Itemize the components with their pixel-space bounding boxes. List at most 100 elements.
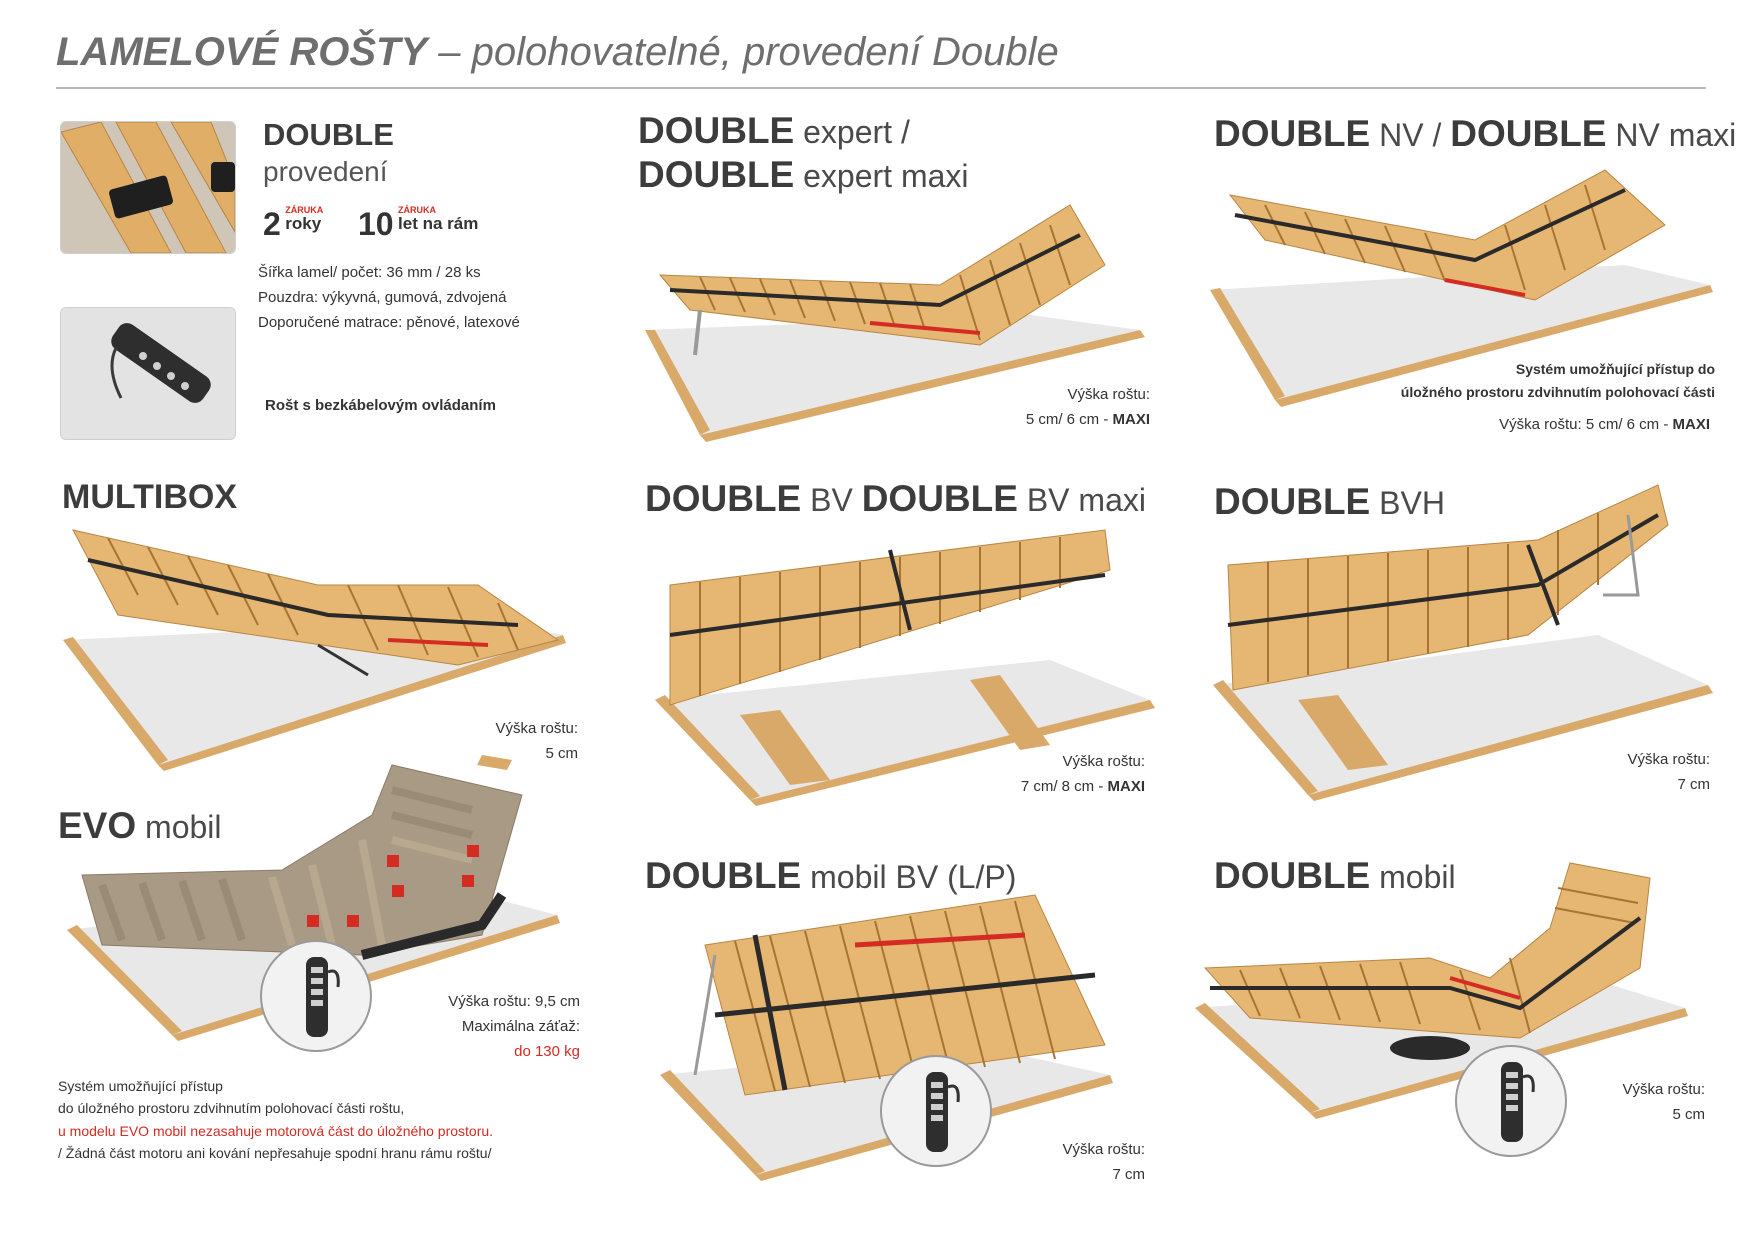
- mobil-thin: mobil: [1370, 859, 1456, 895]
- mobil-bv-heading: DOUBLE mobil BV (L/P): [645, 855, 1016, 898]
- expert-note-value-text: 5 cm/ 6 cm -: [1025, 410, 1113, 428]
- evo-thin: mobil: [136, 809, 222, 845]
- nv-note: Systém umožňující přístup do úložného pr…: [1330, 358, 1715, 404]
- bv-bold-2: DOUBLE: [861, 478, 1018, 519]
- mobil-bv-note: Výška roštu: 7 cm: [940, 1138, 1145, 1188]
- nv-bold-1: DOUBLE: [1214, 113, 1371, 154]
- remote-control-icon: [306, 957, 340, 1037]
- nv-height-note: Výška roštu: 5 cm/ 6 cm - MAXI: [1330, 413, 1710, 438]
- multibox-bold: MULTIBOX: [62, 478, 238, 516]
- intro-name: DOUBLE: [263, 117, 394, 153]
- evo-footer-1: Systém umožňující přístup: [58, 1078, 223, 1094]
- nv-note-2: úložného prostoru zdvihnutím polohovací …: [1400, 384, 1715, 401]
- expert-note-value-bold: MAXI: [1112, 410, 1151, 428]
- spec-line: Pouzdra: výkyvná, gumová, zdvojená: [258, 288, 507, 306]
- warranty-2-tag: ZÁRUKA: [398, 205, 437, 215]
- mobil-bv-thin: mobil BV (L/P): [801, 859, 1017, 895]
- nv-thin-2: NV maxi: [1606, 117, 1737, 153]
- remote-note: Rošt s bezkábelovým ovládaním: [265, 397, 496, 414]
- remote-control-icon: [1501, 1062, 1535, 1142]
- evo-bold: EVO: [58, 805, 137, 846]
- expert-thin-1: expert /: [794, 114, 910, 150]
- evo-note-1: Výška roštu: 9,5 cm: [448, 993, 580, 1010]
- page-title: LAMELOVÉ ROŠTY – polohovatelné, proveden…: [56, 30, 1059, 75]
- mobil-bv-note-2: 7 cm: [1112, 1165, 1145, 1183]
- bv-note-label: Výška roštu:: [1062, 753, 1145, 770]
- warranty-2-text: let na rám: [398, 214, 479, 233]
- bv-heading: DOUBLE BV DOUBLE BV maxi: [645, 478, 1146, 521]
- mobil-bv-note-1: Výška roštu:: [1062, 1141, 1145, 1158]
- page-title-rest: – polohovatelné, provedení Double: [427, 30, 1059, 74]
- expert-bold-2: DOUBLE: [638, 154, 795, 195]
- evo-note: Výška roštu: 9,5 cm Maximálna záťaž: do …: [380, 990, 580, 1064]
- warranty-2-years: 2 ZÁRUKA roky: [263, 206, 323, 243]
- bv-note-value-text: 7 cm/ 8 cm -: [1020, 777, 1108, 795]
- page-title-bold: LAMELOVÉ ROŠTY: [56, 30, 428, 74]
- evo-footer-note: Systém umožňující přístup do úložného pr…: [58, 1075, 493, 1165]
- nv-note-1: Systém umožňující přístup do: [1515, 361, 1715, 377]
- evo-footer-2: do úložného prostoru zdvihnutím polohova…: [58, 1100, 405, 1117]
- bv-thin-2: BV maxi: [1017, 482, 1146, 518]
- bvh-bed-illustration: [1213, 484, 1713, 801]
- mobil-note-1: Výška roštu:: [1622, 1081, 1705, 1098]
- remote-illustration: [61, 308, 235, 439]
- evo-footer-4: / Žádná část motoru ani kování nepřesahu…: [58, 1145, 492, 1162]
- evo-heading: EVO mobil: [58, 805, 222, 848]
- bvh-note-2: 7 cm: [1677, 775, 1710, 793]
- remote-photo: [60, 307, 236, 440]
- expert-note-label: Výška roštu:: [1067, 386, 1150, 403]
- intro-specs: Šířka lamel/ počet: 36 mm / 28 ks Pouzdr…: [258, 261, 520, 335]
- nv-bed-illustration: [1210, 169, 1713, 407]
- mobil-bed-illustration: [1195, 862, 1688, 1119]
- title-divider: [56, 87, 1706, 89]
- nv-height-bold: MAXI: [1672, 416, 1711, 433]
- evo-note-2: Maximálna záťaž:: [461, 1017, 580, 1035]
- bv-bold-1: DOUBLE: [645, 478, 802, 519]
- multibox-note: Výška roštu: 5 cm: [370, 717, 578, 767]
- bv-bed-illustration: [655, 529, 1155, 806]
- slat-detail-illustration: [61, 122, 235, 253]
- spec-line: Doporučené matrace: pěnové, latexové: [258, 313, 520, 331]
- expert-heading-1: DOUBLE expert /: [638, 110, 910, 153]
- warranty-10-years: 10 ZÁRUKA let na rám: [358, 206, 478, 243]
- expert-heading-2: DOUBLE expert maxi: [638, 154, 969, 197]
- mobil-note-2: 5 cm: [1672, 1105, 1705, 1123]
- mobil-note: Výška roštu: 5 cm: [1500, 1078, 1705, 1128]
- mobil-bold: DOUBLE: [1214, 855, 1371, 896]
- expert-thin-2: expert maxi: [794, 158, 969, 194]
- expert-bed-illustration: [645, 204, 1145, 442]
- multibox-note-2: 5 cm: [545, 744, 578, 762]
- mobil-bv-remote-circle: [880, 1055, 992, 1167]
- evo-footer-3: u modelu EVO mobil nezasahuje motorová č…: [58, 1122, 494, 1139]
- multibox-note-1: Výška roštu:: [495, 720, 578, 737]
- nv-height-text: Výška roštu: 5 cm/ 6 cm -: [1499, 416, 1673, 433]
- nv-heading: DOUBLE NV / DOUBLE NV maxi: [1214, 113, 1736, 156]
- bvh-bold: DOUBLE: [1214, 481, 1371, 522]
- slat-detail-photo: [60, 121, 236, 254]
- intro-name-bold: DOUBLE: [263, 117, 394, 152]
- bvh-thin: BVH: [1370, 485, 1445, 521]
- expert-bold-1: DOUBLE: [638, 110, 795, 151]
- warranty-1-tag: ZÁRUKA: [285, 205, 324, 215]
- multibox-bed-illustration: [63, 529, 566, 771]
- bvh-note: Výška roštu: 7 cm: [1500, 748, 1710, 798]
- intro-subname: provedení: [263, 156, 388, 187]
- spec-line: Šířka lamel/ počet: 36 mm / 28 ks: [258, 264, 481, 281]
- warranty-2-number: 10: [358, 206, 394, 242]
- mobil-bv-bold: DOUBLE: [645, 855, 802, 896]
- bv-note: Výška roštu: 7 cm/ 8 cm - MAXI: [940, 750, 1145, 800]
- evo-remote-circle: [260, 940, 372, 1052]
- mobil-heading: DOUBLE mobil: [1214, 855, 1456, 898]
- expert-note-value: 5 cm/ 6 cm - MAXI: [940, 408, 1150, 433]
- multibox-heading: MULTIBOX: [62, 478, 237, 517]
- mobil-remote-circle: [1455, 1045, 1567, 1157]
- expert-note: Výška roštu: 5 cm/ 6 cm - MAXI: [940, 383, 1150, 433]
- warranty-1-number: 2: [263, 206, 281, 242]
- evo-note-3: do 130 kg: [514, 1042, 580, 1060]
- bv-thin-1: BV: [801, 482, 862, 518]
- bvh-heading: DOUBLE BVH: [1214, 481, 1445, 524]
- bvh-note-1: Výška roštu:: [1627, 751, 1710, 768]
- remote-control-icon: [926, 1072, 960, 1152]
- nv-thin-1: NV /: [1370, 117, 1451, 153]
- bv-note-value: 7 cm/ 8 cm - MAXI: [940, 775, 1145, 800]
